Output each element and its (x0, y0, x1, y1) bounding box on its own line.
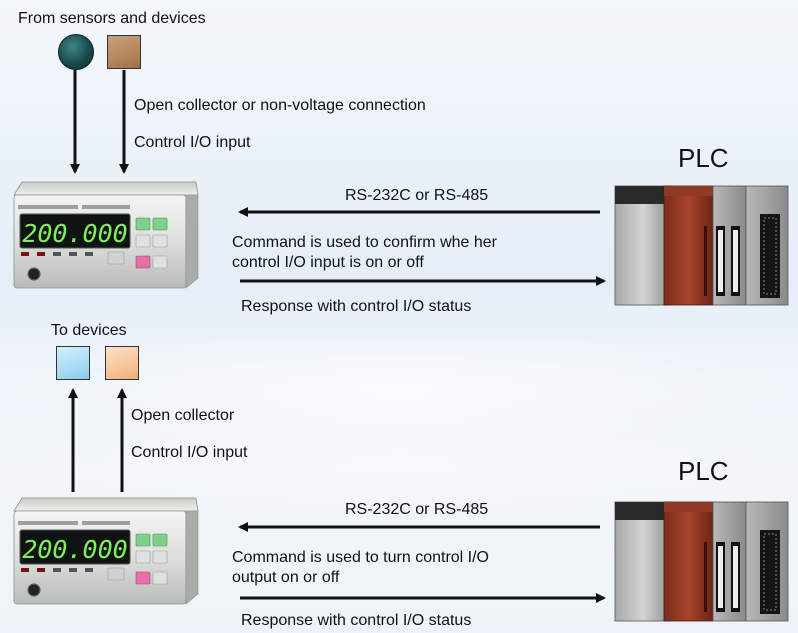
bottom-command-line-2: output on or off (232, 569, 340, 586)
top-command-line-1: Command is used to confirm whe her (232, 234, 497, 251)
bottom-response-text: Response with control I/O status (241, 612, 472, 629)
bottom-plc-label: PLC (678, 456, 729, 486)
top-response-text: Response with control I/O status (241, 298, 472, 315)
top-heading: From sensors and devices (18, 10, 206, 27)
sensor-square-icon (107, 35, 141, 69)
top-comm-label: RS-232C or RS-485 (345, 187, 489, 204)
sensor-circle-icon (58, 34, 94, 70)
top-display-value: 200.000 (22, 219, 127, 248)
bottom-comm-label: RS-232C or RS-485 (345, 501, 489, 518)
bottom-plc-unit (614, 501, 789, 622)
bottom-connection-note: Open collector (131, 407, 235, 424)
bottom-io-note: Control I/O input (131, 444, 248, 461)
device-square-blue-icon (56, 346, 90, 380)
top-connection-note: Open collector or non-voltage connection (134, 97, 426, 114)
bottom-heading: To devices (51, 322, 127, 339)
top-plc-label: PLC (678, 143, 729, 173)
top-plc-unit (614, 185, 789, 306)
bottom-command-line-1: Command is used to turn control I/O (232, 549, 489, 566)
bottom-display-value: 200.000 (22, 535, 127, 564)
top-command-line-2: control I/O input is on or off (232, 254, 424, 271)
device-square-orange-icon (105, 346, 139, 380)
top-io-note: Control I/O input (134, 134, 251, 151)
